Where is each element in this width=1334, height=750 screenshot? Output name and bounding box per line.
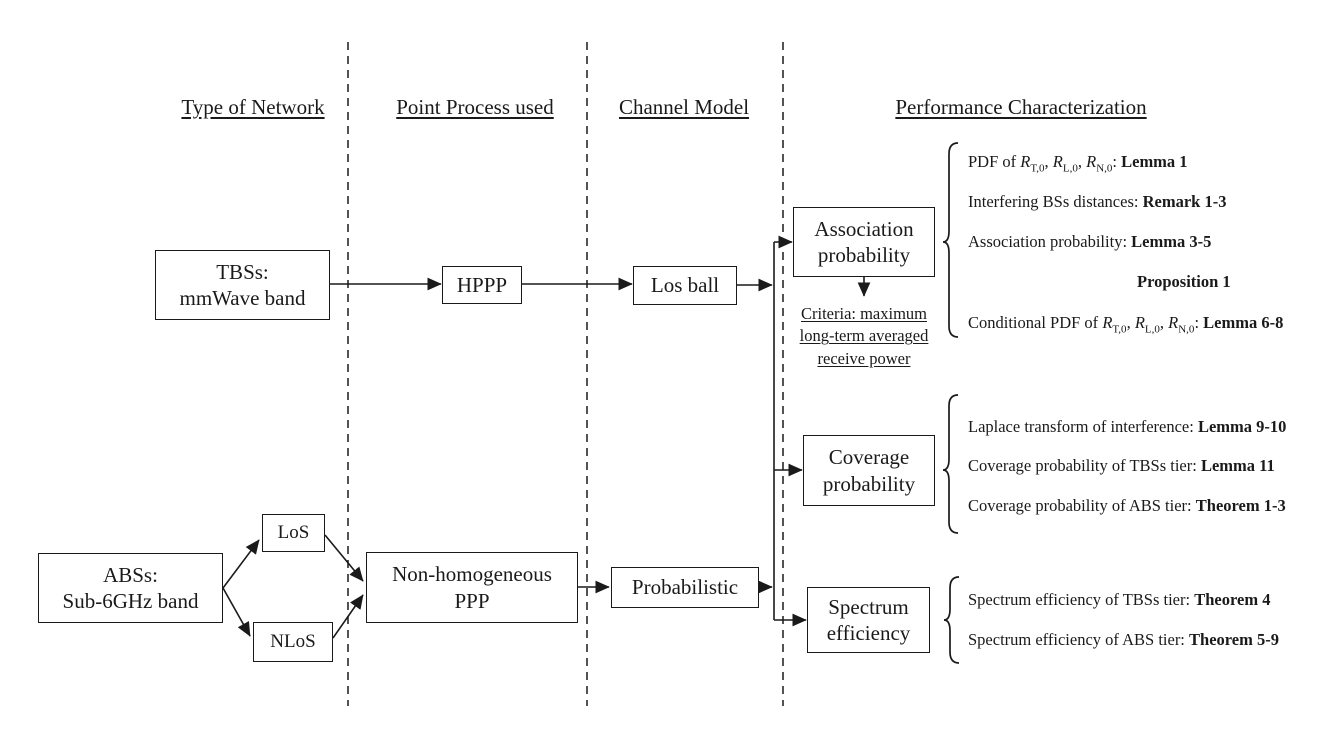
box-probabilistic-label: Probabilistic: [631, 575, 739, 600]
box-nonhomogeneous-ppp: Non-homogeneous PPP: [366, 552, 578, 623]
box-nlos: NLoS: [253, 622, 333, 662]
math-r2: R: [1052, 152, 1063, 171]
coverage-list-item-2: Coverage probability of TBSs tier: Lemma…: [968, 456, 1275, 476]
column-header-point-process: Point Process used: [396, 95, 554, 119]
box-hppp: HPPP: [442, 266, 522, 304]
box-association-probability: Association probability: [793, 207, 935, 277]
criteria-line1: Criteria: maximum: [800, 304, 928, 323]
box-nonhomogeneous-ppp-line2: PPP: [454, 588, 490, 613]
box-nonhomogeneous-ppp-line1: Non-homogeneous: [392, 562, 552, 587]
box-coverage-probability: Coverage probability: [803, 435, 935, 506]
math-comma3: ,: [1126, 313, 1135, 332]
assoc-item1-prefix: PDF of: [968, 152, 1021, 171]
math-colon: :: [1112, 152, 1122, 171]
box-spectrum-line1: Spectrum: [828, 594, 909, 619]
box-spectrum-line2: efficiency: [826, 621, 911, 645]
criteria-note: Criteria: maximum long-term averaged rec…: [800, 303, 929, 370]
assoc-item5-ref: Lemma 6-8: [1203, 313, 1284, 332]
box-association-line1: Association: [814, 216, 914, 241]
box-coverage-line1: Coverage: [828, 445, 910, 470]
assoc-item4-ref: Proposition 1: [1137, 272, 1231, 291]
spectrum-item2-text: Spectrum efficiency of ABS tier:: [968, 630, 1190, 649]
assoc-item2-text: Interfering BSs distances:: [968, 192, 1143, 211]
box-coverage-line2: probability: [822, 471, 916, 496]
coverage-brace: [942, 394, 959, 534]
spectrum-list-item-2: Spectrum efficiency of ABS tier: Theorem…: [968, 630, 1279, 650]
box-los: LoS: [262, 514, 325, 552]
box-los-ball-label: Los ball: [650, 273, 720, 298]
math-comma1: ,: [1044, 152, 1053, 171]
box-tbs-line2: mmWave band: [179, 286, 306, 310]
math-sub5: L,0: [1144, 323, 1160, 336]
math-r3: R: [1086, 152, 1097, 171]
assoc-list-item-5: Conditional PDF of RT,0, RL,0, RN,0: Lem…: [968, 313, 1284, 336]
math-colon2: :: [1194, 313, 1204, 332]
spectrum-item1-ref: Theorem 4: [1194, 590, 1271, 609]
box-los-label: LoS: [277, 522, 310, 544]
assoc-item1-ref: Lemma 1: [1121, 152, 1188, 171]
box-spectrum-efficiency: Spectrum efficiency: [807, 587, 930, 653]
spectrum-item2-ref: Theorem 5-9: [1189, 630, 1279, 649]
coverage-item2-text: Coverage probability of TBSs tier:: [968, 456, 1201, 475]
box-los-ball: Los ball: [633, 266, 737, 305]
assoc-list-item-1: PDF of RT,0, RL,0, RN,0: Lemma 1: [968, 152, 1188, 175]
math-sub2: L,0: [1062, 162, 1078, 175]
box-association-line2: probability: [817, 243, 911, 267]
arrow-abs-to-los: [222, 539, 260, 589]
math-r6: R: [1168, 313, 1179, 332]
assoc-item3-text: Association probability:: [968, 232, 1132, 251]
box-hppp-label: HPPP: [456, 272, 508, 297]
criteria-line2: long-term averaged: [799, 326, 929, 346]
math-sub1: T,0: [1030, 162, 1045, 175]
math-sub3: N,0: [1096, 162, 1113, 175]
arrow-abs-to-nlos: [222, 587, 251, 637]
column-header-type-of-network: Type of Network: [181, 95, 325, 119]
coverage-item1-text: Laplace transform of interference:: [968, 417, 1198, 436]
box-probabilistic: Probabilistic: [611, 567, 759, 608]
criteria-line3: receive power: [817, 348, 911, 368]
dashed-separators: [347, 42, 784, 706]
math-comma4: ,: [1159, 313, 1169, 332]
spectrum-item1-text: Spectrum efficiency of TBSs tier:: [968, 590, 1195, 609]
box-tbs-line1: TBSs:: [216, 259, 269, 284]
assoc-list-item-4: Proposition 1: [1137, 272, 1231, 292]
box-nlos-label: NLoS: [270, 631, 316, 653]
assoc-item3-ref: Lemma 3-5: [1131, 232, 1212, 251]
box-abs-line1: ABSs:: [103, 562, 158, 587]
spectrum-brace: [943, 576, 960, 664]
coverage-item3-ref: Theorem 1-3: [1195, 496, 1286, 515]
coverage-list-item-1: Laplace transform of interference: Lemma…: [968, 417, 1286, 437]
coverage-item2-ref: Lemma 11: [1200, 456, 1275, 475]
assoc-list-item-2: Interfering BSs distances: Remark 1-3: [968, 192, 1226, 212]
arrow-los-to-nonhomog: [324, 534, 364, 582]
coverage-item3-text: Coverage probability of ABS tier:: [968, 496, 1196, 515]
flow-arrows: [222, 235, 871, 639]
column-header-performance: Performance Characterization: [895, 95, 1147, 119]
math-r4: R: [1102, 313, 1113, 332]
math-sub6: N,0: [1178, 323, 1195, 336]
math-r5: R: [1134, 313, 1145, 332]
coverage-list-item-3: Coverage probability of ABS tier: Theore…: [968, 496, 1286, 516]
box-abs: ABSs: Sub-6GHz band: [38, 553, 223, 623]
assoc-list-item-3: Association probability: Lemma 3-5: [968, 232, 1211, 252]
association-brace: [942, 142, 959, 338]
spectrum-list-item-1: Spectrum efficiency of TBSs tier: Theore…: [968, 590, 1270, 610]
math-sub4: T,0: [1112, 323, 1127, 336]
box-abs-line2: Sub-6GHz band: [62, 589, 199, 613]
braces: [942, 142, 960, 664]
assoc-item5-prefix: Conditional PDF of: [968, 313, 1103, 332]
column-header-channel-model: Channel Model: [618, 95, 750, 119]
math-r1: R: [1020, 152, 1031, 171]
math-comma2: ,: [1077, 152, 1087, 171]
box-tbs: TBSs: mmWave band: [155, 250, 330, 320]
arrow-nlos-to-nonhomog: [332, 594, 364, 639]
coverage-item1-ref: Lemma 9-10: [1197, 417, 1287, 436]
assoc-item2-ref: Remark 1-3: [1142, 192, 1227, 211]
